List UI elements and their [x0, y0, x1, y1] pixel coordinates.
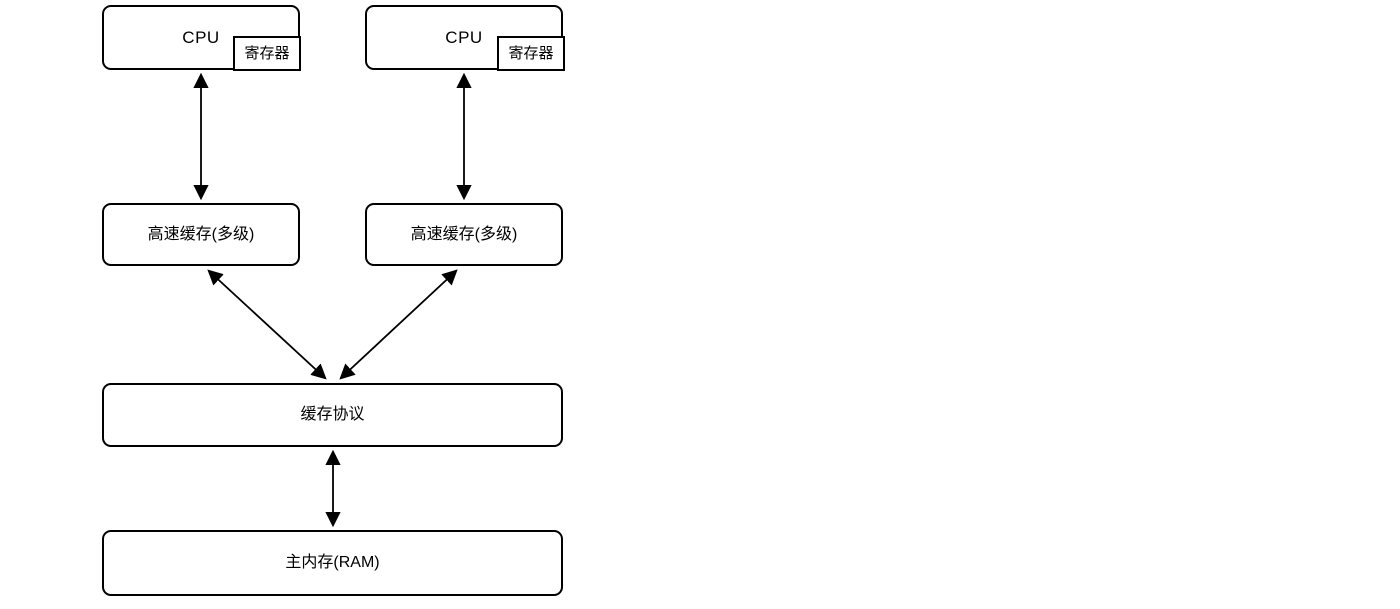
node-cache-protocol-label: 缓存协议: [300, 406, 365, 423]
node-register-2-label: 寄存器: [508, 45, 554, 62]
node-register-1-label: 寄存器: [244, 45, 290, 62]
node-main-memory-label: 主内存(RAM): [285, 554, 380, 571]
node-cache-1-label: 高速缓存(多级): [147, 225, 255, 243]
node-cpu-2-label: CPU: [445, 28, 483, 47]
node-register-1: 寄存器: [233, 36, 301, 71]
node-cache-2-label: 高速缓存(多级): [410, 225, 518, 243]
edge-cache1-protocol: [207, 269, 327, 380]
edge-cache2-protocol: [339, 269, 458, 380]
node-main-memory: 主内存(RAM): [102, 530, 563, 596]
node-cache-1: 高速缓存(多级): [102, 203, 300, 266]
node-cpu-1-label: CPU: [182, 28, 220, 47]
node-cache-2: 高速缓存(多级): [365, 203, 563, 266]
node-cache-protocol: 缓存协议: [102, 383, 563, 447]
node-register-2: 寄存器: [497, 36, 565, 71]
